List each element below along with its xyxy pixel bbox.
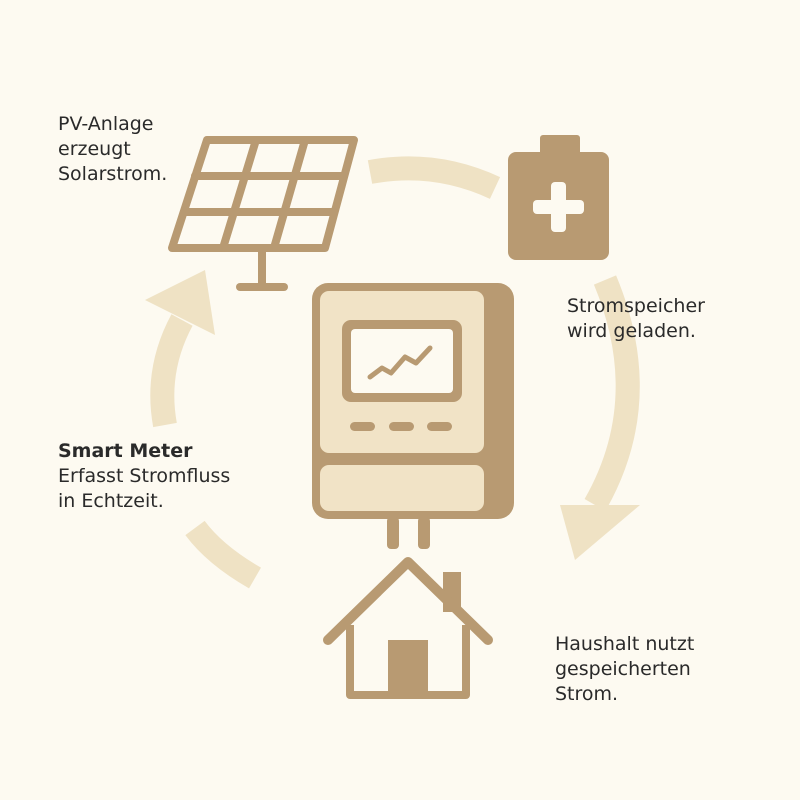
pv-label: PV-Anlage erzeugt Solarstrom. (58, 112, 167, 187)
arrowhead-up (145, 270, 215, 335)
pv-label-line: Solarstrom. (58, 163, 168, 185)
house-label-line: Strom. (555, 683, 619, 705)
solar-panel-icon (168, 136, 358, 291)
pv-label-line: PV-Anlage (58, 113, 154, 135)
meter-label-line: in Echtzeit. (58, 490, 164, 512)
house-label-line: gespeicherten (555, 658, 691, 680)
cycle-arrow-icon (150, 156, 640, 589)
arrow-bottom-left (185, 520, 262, 589)
storage-label-line: wird geladen. (567, 320, 696, 342)
arrowhead-down (560, 505, 640, 560)
house-icon (323, 557, 493, 699)
storage-label-line: Stromspeicher (567, 295, 705, 317)
battery-icon (508, 135, 609, 260)
arrow-right (584, 275, 640, 511)
arrow-left (150, 314, 193, 428)
meter-label-line: Erfasst Stromfluss (58, 465, 231, 487)
storage-label: Stromspeicher wird geladen. (567, 294, 705, 344)
house-label: Haushalt nutzt gespeicherten Strom. (555, 632, 694, 707)
arrow-top (367, 156, 501, 199)
smart-meter-icon (312, 283, 514, 549)
pv-label-line: erzeugt (58, 138, 131, 160)
house-label-line: Haushalt nutzt (555, 633, 695, 655)
meter-label: Smart Meter Erfasst Stromfluss in Echtze… (58, 439, 230, 514)
meter-label-title: Smart Meter (58, 440, 193, 462)
